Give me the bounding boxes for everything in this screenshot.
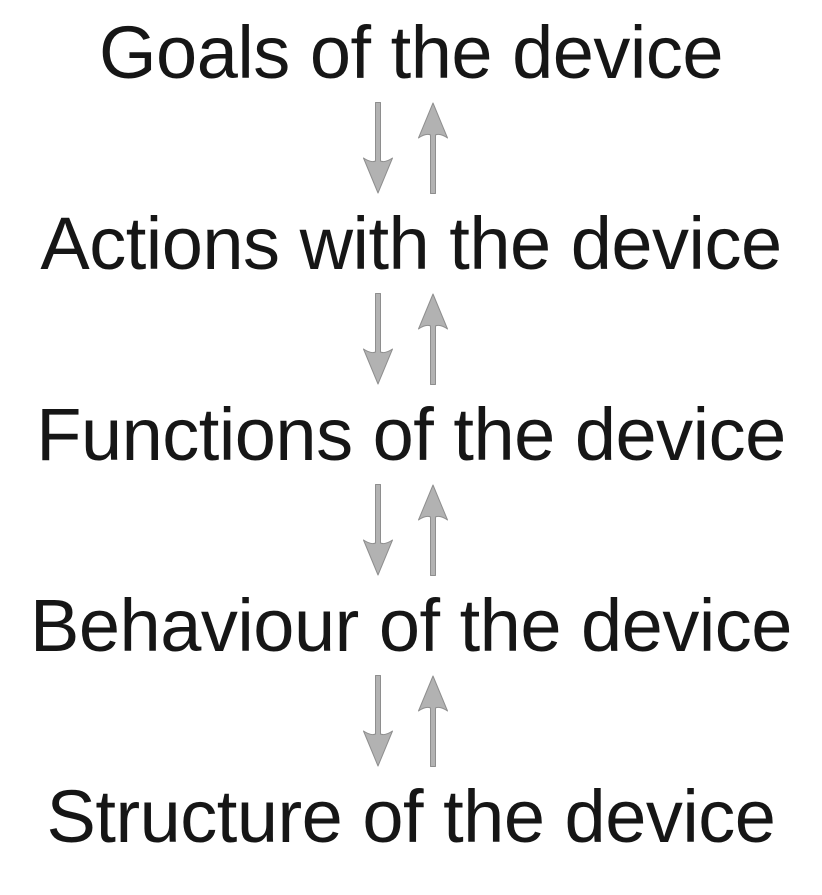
up-arrow-icon bbox=[417, 484, 448, 576]
down-arrow-icon bbox=[362, 675, 393, 767]
level-behaviour: Behaviour of the device bbox=[30, 584, 792, 667]
up-arrow-icon bbox=[417, 293, 448, 385]
level-structure: Structure of the device bbox=[46, 775, 776, 858]
connector-behaviour-structure bbox=[362, 675, 449, 767]
level-goals: Goals of the device bbox=[99, 11, 723, 94]
up-arrow-icon bbox=[417, 675, 448, 767]
down-arrow-icon bbox=[362, 293, 393, 385]
level-actions: Actions with the device bbox=[40, 202, 782, 285]
down-arrow-icon bbox=[362, 102, 393, 194]
connector-functions-behaviour bbox=[362, 484, 449, 576]
connector-goals-actions bbox=[362, 102, 449, 194]
up-arrow-icon bbox=[417, 102, 448, 194]
connector-actions-functions bbox=[362, 293, 449, 385]
down-arrow-icon bbox=[362, 484, 393, 576]
level-functions: Functions of the device bbox=[36, 393, 786, 476]
